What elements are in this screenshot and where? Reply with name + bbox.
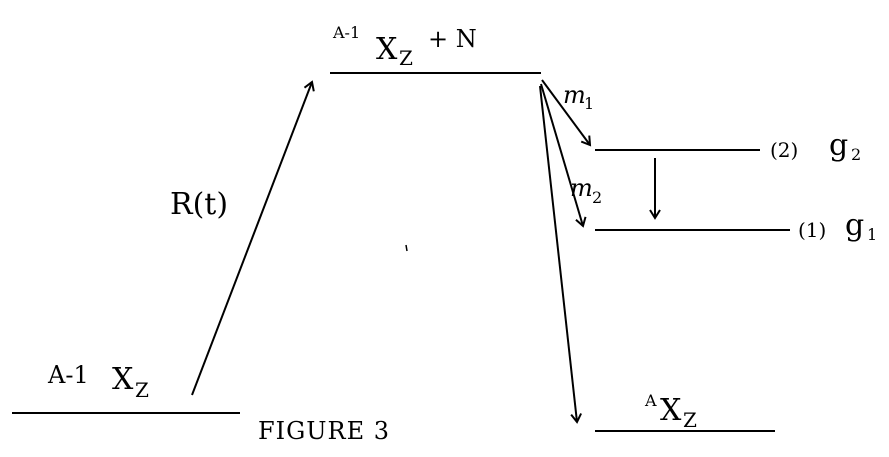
product-level-subscript: Z — [683, 408, 697, 432]
figure-caption: FIGURE 3 — [258, 417, 391, 445]
transition-label: R(t) — [170, 187, 229, 222]
top-level-species: X — [376, 32, 398, 67]
branch-label-m1-sub: 1 — [584, 94, 595, 113]
ground-level-species: X — [112, 362, 134, 397]
stray-mark — [405, 244, 408, 252]
level-2-degeneracy-sub: 2 — [851, 145, 862, 164]
branch-label-m2: m — [570, 174, 593, 202]
arrow-direct — [539, 85, 582, 424]
arrow-excitation — [191, 80, 315, 396]
product-level-superscript: A — [645, 391, 657, 410]
ground-level-subscript: Z — [135, 378, 149, 402]
top-level-suffix: + N — [428, 25, 477, 53]
level-1-index: (1) — [798, 218, 827, 242]
level-2-index: (2) — [770, 138, 799, 162]
level-1-degeneracy: g — [845, 208, 865, 243]
branch-label-m2-sub: 2 — [592, 188, 603, 207]
branch-label-m1: m — [563, 81, 586, 109]
top-level-subscript: Z — [399, 46, 413, 70]
arrow-m2 — [540, 83, 587, 228]
arrow-m1 — [541, 79, 592, 147]
top-level-superscript: A-1 — [333, 23, 361, 42]
level-2-degeneracy: g — [829, 128, 849, 163]
ground-level-superscript: A-1 — [48, 361, 89, 389]
product-level-species: X — [660, 393, 682, 428]
level-1-degeneracy-sub: 1 — [867, 225, 878, 244]
